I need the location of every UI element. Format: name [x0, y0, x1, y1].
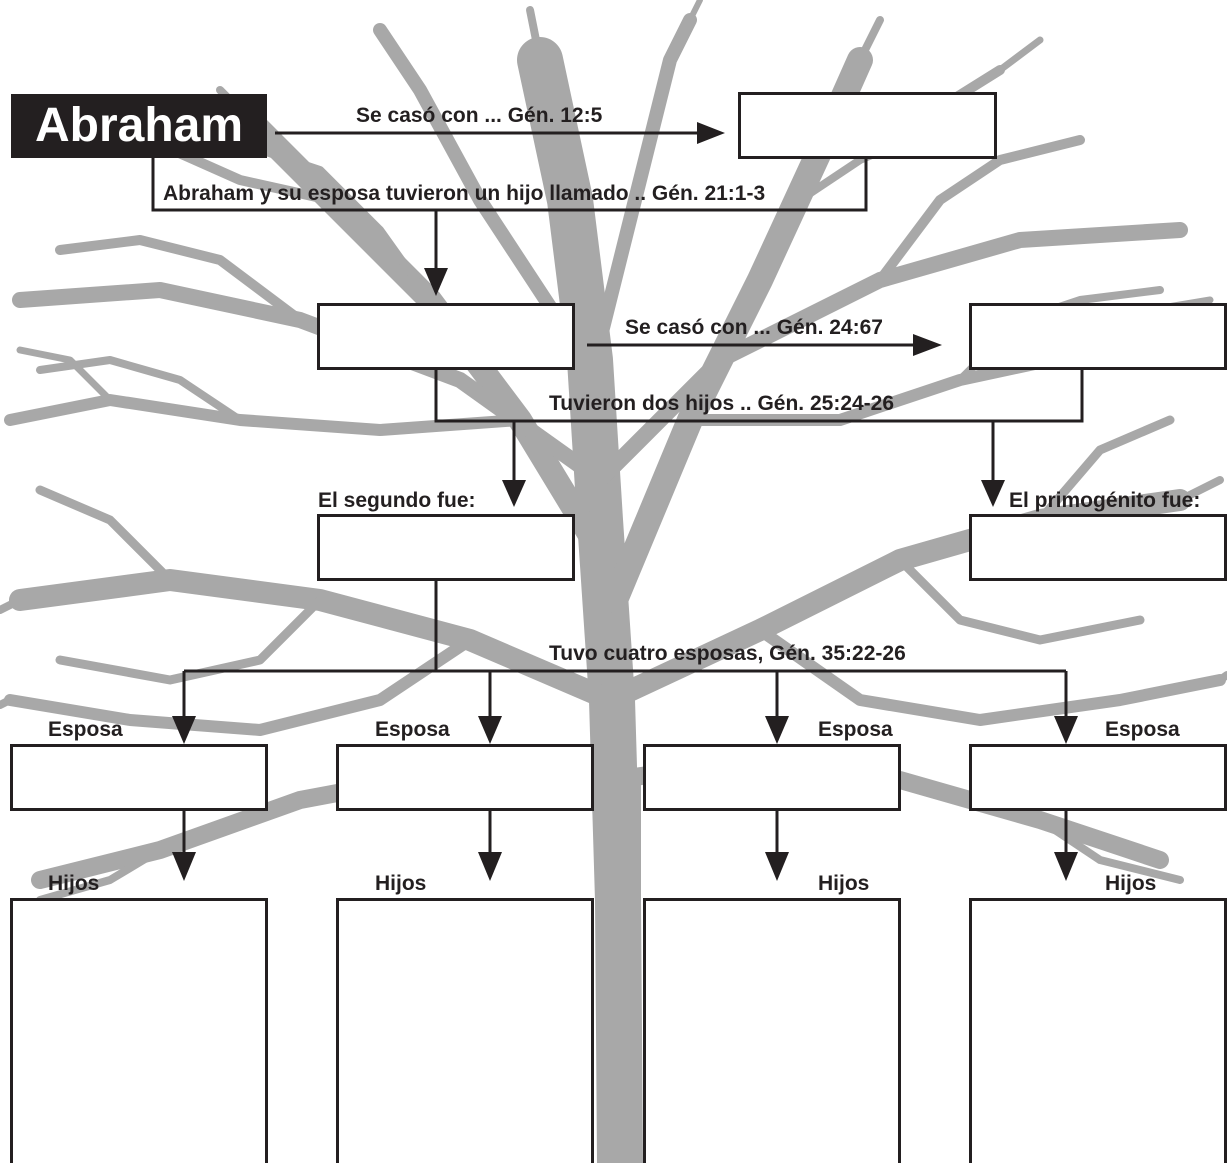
wife-label-3: Esposa	[818, 718, 893, 741]
children-box-2[interactable]	[336, 898, 594, 1163]
firstborn-label: El primogénito fue:	[1009, 489, 1201, 512]
arrow-down-icon	[424, 268, 448, 296]
second-son-box[interactable]	[317, 514, 575, 581]
married-abraham-label: Se casó con ... Gén. 12:5	[356, 104, 603, 127]
wife-label-2: Esposa	[375, 718, 450, 741]
wife-box-1[interactable]	[10, 744, 268, 811]
wife-of-son-box[interactable]	[969, 303, 1227, 370]
arrow-right-icon	[913, 334, 942, 356]
son-of-abraham-box[interactable]	[317, 303, 575, 370]
firstborn-box[interactable]	[969, 514, 1227, 581]
arrow-down-icon	[1054, 716, 1078, 744]
four-wives-label: Tuvo cuatro esposas, Gén. 35:22-26	[549, 642, 906, 665]
arrow-down-icon	[981, 480, 1005, 507]
arrow-down-icon	[172, 852, 196, 881]
children-label-2: Hijos	[375, 872, 427, 895]
arrow-down-icon	[172, 716, 196, 744]
children-box-4[interactable]	[969, 898, 1227, 1163]
arrow-down-icon	[478, 716, 502, 744]
wife-box-3[interactable]	[643, 744, 901, 811]
wife-box-2[interactable]	[336, 744, 594, 811]
wife-box-4[interactable]	[969, 744, 1227, 811]
married-son-label: Se casó con ... Gén. 24:67	[625, 316, 883, 339]
wife-of-abraham-box[interactable]	[738, 92, 997, 159]
second-son-label: El segundo fue:	[318, 489, 476, 512]
son-abraham-label: Abraham y su esposa tuvieron un hijo lla…	[163, 182, 766, 205]
two-sons-label: Tuvieron dos hijos .. Gén. 25:24-26	[549, 392, 895, 415]
arrow-down-icon	[478, 852, 502, 881]
children-box-3[interactable]	[643, 898, 901, 1163]
wife-label-4: Esposa	[1105, 718, 1180, 741]
arrow-right-icon	[697, 122, 725, 144]
children-box-1[interactable]	[10, 898, 268, 1163]
arrow-down-icon	[1054, 852, 1078, 881]
arrow-down-icon	[765, 716, 789, 744]
children-label-1: Hijos	[48, 872, 100, 895]
page-title: Abraham	[11, 94, 267, 158]
children-label-3: Hijos	[818, 872, 870, 895]
arrow-down-icon	[502, 480, 526, 507]
arrow-down-icon	[765, 852, 789, 881]
children-label-4: Hijos	[1105, 872, 1157, 895]
wife-label-1: Esposa	[48, 718, 123, 741]
